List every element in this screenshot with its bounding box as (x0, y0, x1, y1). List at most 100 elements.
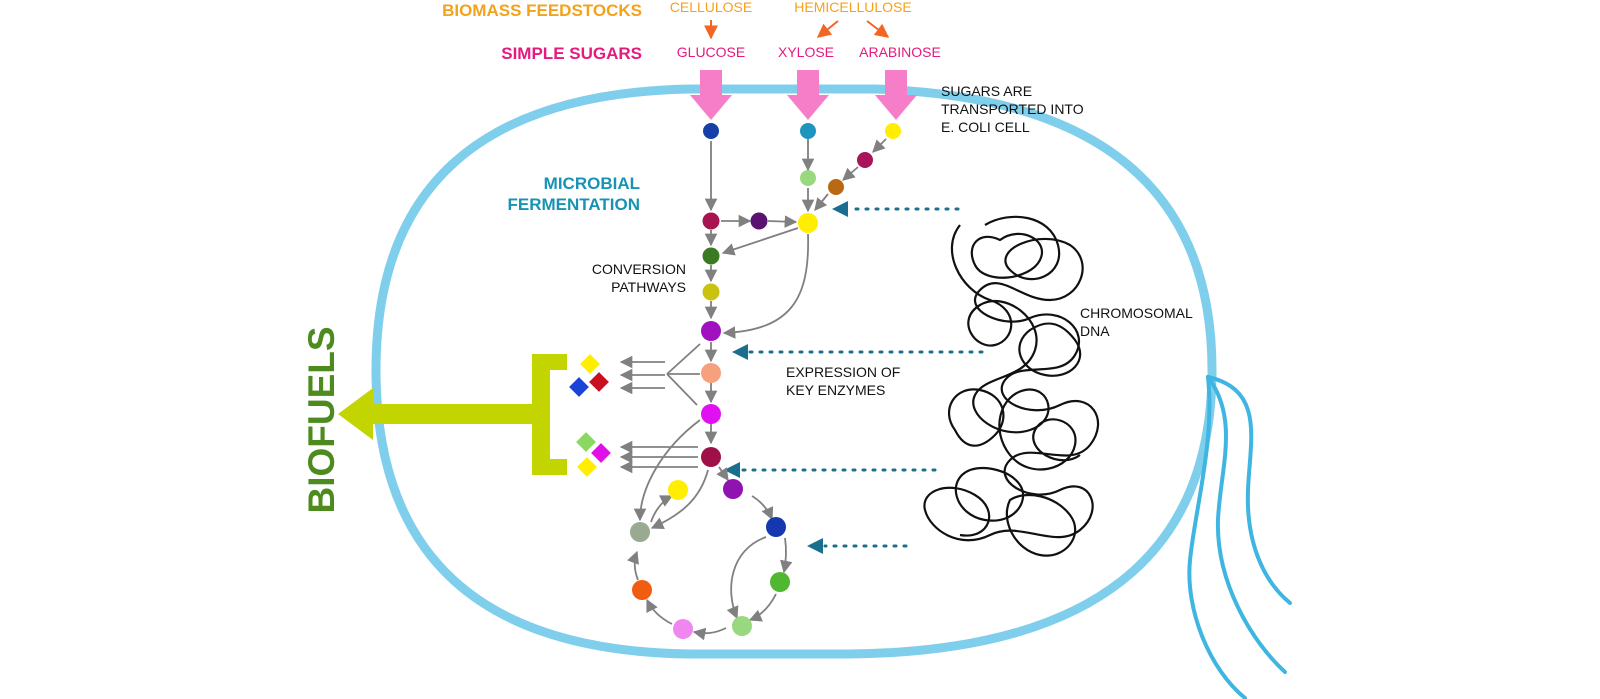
transport-annotation-line2: TRANSPORTED INTO (941, 101, 1084, 117)
pathway-arrow (780, 537, 793, 574)
biofuel-molecule (577, 457, 597, 477)
pathway-arrow (650, 469, 709, 529)
metabolite-node (828, 179, 844, 195)
dna-strand-6 (1005, 493, 1077, 557)
metabolite-node (702, 247, 720, 265)
xylose-transport-arrow (787, 70, 829, 120)
conversion-pathways-line2: PATHWAYS (611, 279, 686, 295)
dna-strand-4 (954, 467, 1025, 522)
pathway-arrow (751, 495, 774, 521)
metabolite-node (770, 572, 790, 592)
dna-strand-7 (948, 388, 1005, 447)
transport-annotation-line3: E. COLI CELL (941, 119, 1030, 135)
microbial-fermentation-line2: FERMENTATION (507, 195, 640, 214)
metabolites (630, 123, 901, 639)
chromosomal-dna (923, 215, 1100, 557)
metabolite-node (702, 212, 720, 230)
biofuel-molecule (580, 354, 600, 374)
metabolite-node (703, 123, 719, 139)
flagella (1187, 375, 1292, 699)
metabolite-node (800, 170, 816, 186)
glucose-label: GLUCOSE (677, 44, 745, 60)
pathway-arrow (666, 373, 698, 406)
pathway-arrow (627, 550, 639, 581)
metabolite-node (630, 522, 650, 542)
cell-wall (371, 84, 1217, 659)
cellulose-label: CELLULOSE (670, 0, 752, 15)
conversion-pathways-line1: CONVERSION (592, 261, 686, 277)
metabolite-node (800, 123, 816, 139)
metabolite-node (766, 517, 786, 537)
flagellum-3 (1187, 375, 1247, 699)
metabolite-node (701, 321, 721, 341)
expression-line1: EXPRESSION OF (786, 364, 900, 380)
biofuel-molecules (569, 354, 611, 477)
transport-annotation-line1: SUGARS ARE (941, 83, 1032, 99)
biomass-feedstocks-heading: BIOMASS FEEDSTOCKS (442, 1, 642, 20)
pathway-arrow (650, 495, 674, 523)
metabolite-node (701, 363, 721, 383)
metabolite-node (723, 479, 743, 499)
regulation-arrows (724, 201, 984, 554)
pathway-arrow (872, 138, 887, 153)
metabolite-node (732, 616, 752, 636)
dna-strand-2 (950, 224, 1081, 471)
hemicellulose-to-arabinose-arrow (866, 20, 890, 38)
arabinose-transport-arrow (875, 70, 917, 120)
pathway-arrow (726, 536, 767, 620)
dna-strand-1 (923, 215, 1100, 542)
metabolite-node (885, 123, 901, 139)
pathway-arrow (721, 227, 799, 256)
ecoli-cell (371, 84, 1217, 659)
biofuels-heading: BIOFUELS (301, 326, 342, 513)
pathway-arrow (692, 627, 727, 641)
pathway-arrow (716, 466, 729, 482)
hemicellulose-to-xylose-arrow (816, 20, 839, 38)
regulation-arrowhead-1 (832, 201, 848, 217)
pathway-arrow (842, 166, 859, 181)
pathway-arrow (633, 419, 701, 522)
bracket-top-arm (532, 354, 567, 370)
biofuel-molecule (591, 443, 611, 463)
pathway-arrow (748, 593, 777, 622)
output-arrow (338, 388, 550, 440)
regulation-arrowhead-4 (807, 538, 823, 554)
metabolite-node (632, 580, 652, 600)
simple-sugars-heading: SIMPLE SUGARS (501, 44, 642, 63)
biofuel-molecule (589, 372, 609, 392)
regulation-arrowhead-2 (732, 344, 748, 360)
chromosomal-dna-line2: DNA (1080, 323, 1110, 339)
xylose-label: XYLOSE (778, 44, 834, 60)
metabolite-node (750, 212, 768, 230)
hemicellulose-label: HEMICELLULOSE (794, 0, 911, 15)
pathway-arrow (646, 598, 673, 625)
dna-strand-3 (970, 232, 1044, 279)
bracket-bottom-arm (532, 459, 567, 475)
metabolite-node (668, 480, 688, 500)
dna-strand-5 (1018, 322, 1082, 377)
flagellum-1 (1206, 375, 1292, 605)
biofuel-output-arrow (338, 354, 567, 475)
flagellum-2 (1206, 375, 1287, 674)
chromosomal-dna-line1: CHROMOSOMAL (1080, 305, 1193, 321)
pathway-arrow (666, 343, 701, 375)
sugar-transport-arrows (690, 70, 917, 120)
metabolite-node (701, 447, 721, 467)
pathway-arrow (767, 215, 798, 228)
arabinose-label: ARABINOSE (859, 44, 941, 60)
pathway-arrows (619, 138, 887, 641)
microbial-fermentation-line1: MICROBIAL (544, 174, 640, 193)
biofuel-molecule (569, 377, 589, 397)
pathway-arrow (722, 233, 809, 339)
pathway-arrow (814, 193, 829, 211)
metabolite-node (673, 619, 693, 639)
expression-line2: KEY ENZYMES (786, 382, 885, 398)
feedstock-arrows (704, 20, 890, 40)
biofuel-molecule (576, 432, 596, 452)
glucose-transport-arrow (690, 70, 732, 120)
regulation-arrowhead-3 (724, 462, 740, 478)
metabolite-node (798, 213, 818, 233)
metabolite-node (701, 404, 721, 424)
metabolite-node (702, 283, 720, 301)
